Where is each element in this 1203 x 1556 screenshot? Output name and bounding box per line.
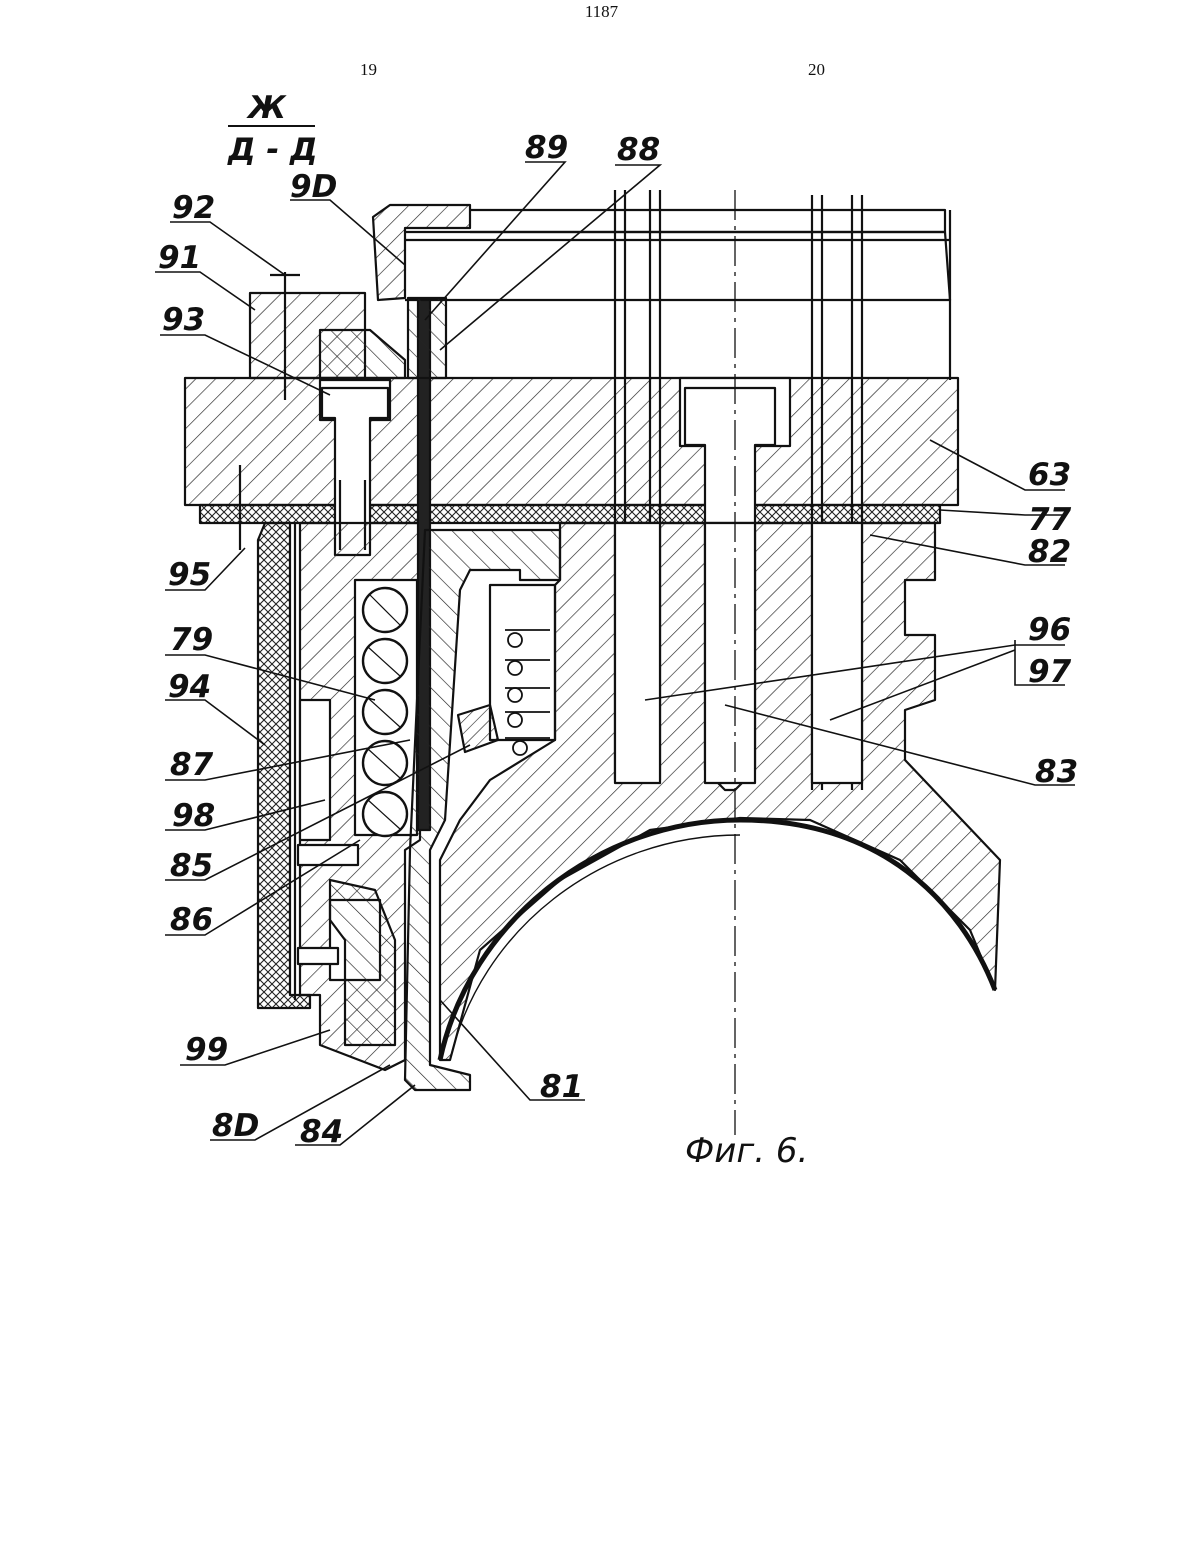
label-95: 95	[168, 557, 211, 593]
label-96: 96	[1028, 612, 1071, 648]
section-title-top: Ж	[246, 90, 287, 126]
label-98: 98	[172, 798, 215, 834]
gasket-77	[200, 505, 940, 523]
label-91: 91	[158, 240, 201, 276]
label-77: 77	[1028, 502, 1072, 538]
label-94: 94	[168, 669, 211, 705]
label-83: 83	[1035, 754, 1078, 790]
label-86: 86	[170, 902, 213, 938]
label-88: 88	[617, 132, 660, 168]
label-87: 87	[170, 747, 214, 783]
spring-block	[490, 585, 555, 740]
label-99: 99	[185, 1032, 228, 1068]
section-title-bottom: Д - Д	[227, 132, 318, 168]
label-84: 84	[300, 1114, 343, 1150]
plate-63	[185, 378, 958, 505]
label-89: 89	[525, 130, 568, 166]
label-82: 82	[1028, 534, 1071, 570]
label-63: 63	[1028, 457, 1071, 493]
label-81: 81	[540, 1069, 583, 1105]
section-title: Ж Д - Д	[227, 90, 318, 168]
label-85: 85	[170, 848, 213, 884]
label-90: 9D	[290, 169, 337, 205]
label-97: 97	[1028, 654, 1072, 690]
label-80: 8D	[212, 1108, 259, 1144]
figure-caption: Фиг. 6.	[685, 1131, 808, 1171]
label-92: 92	[172, 190, 215, 226]
label-79: 79	[170, 622, 213, 658]
bearing-balls-79	[363, 588, 407, 836]
label-93: 93	[162, 302, 205, 338]
